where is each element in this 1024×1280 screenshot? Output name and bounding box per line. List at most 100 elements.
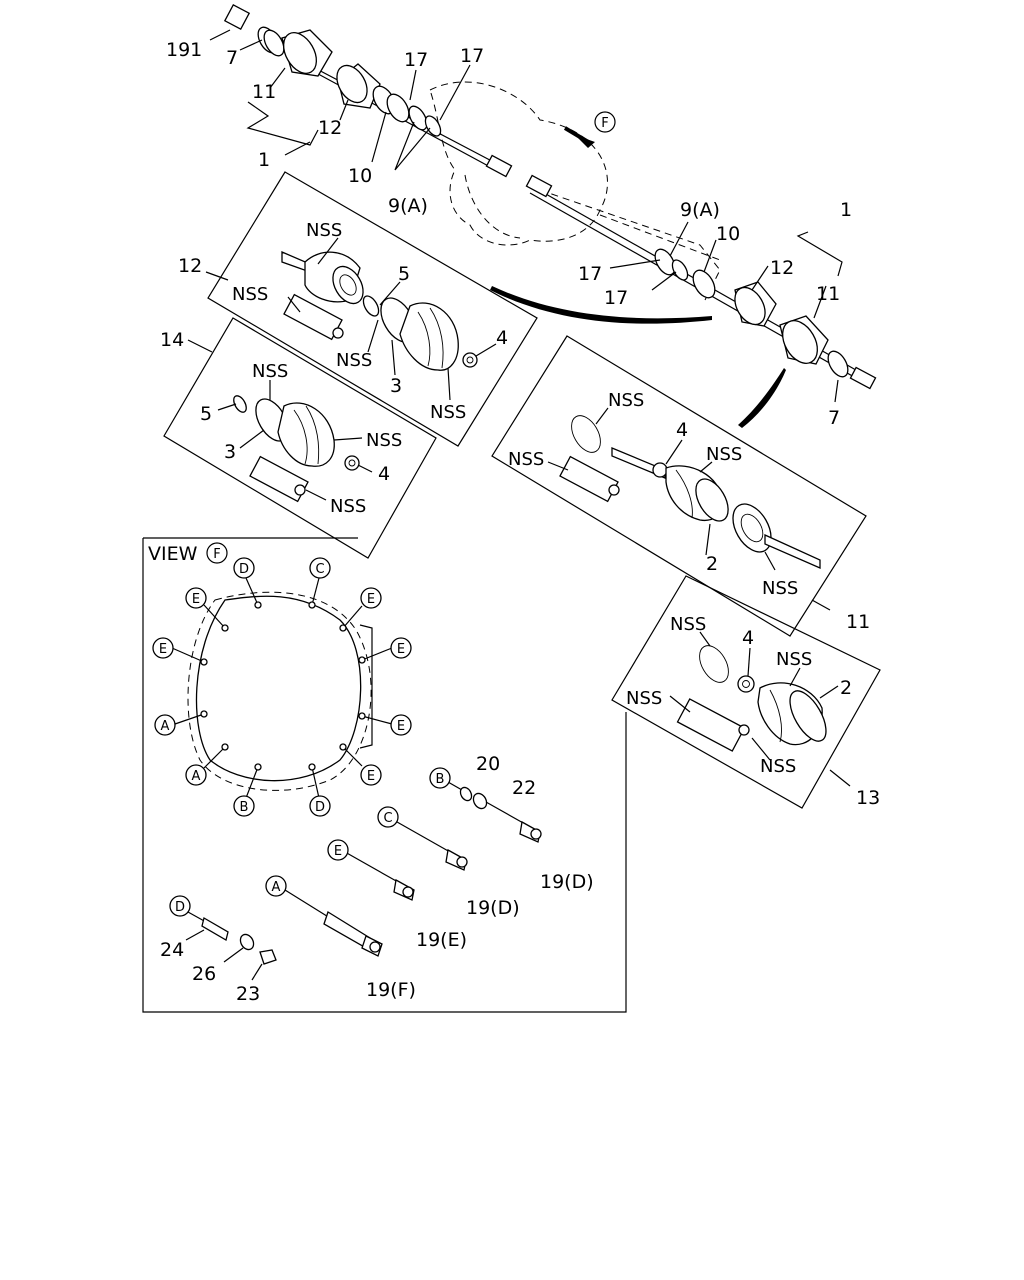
marker-e-7: E bbox=[327, 839, 349, 861]
label-1-right: 1 bbox=[840, 199, 852, 221]
kit-12-pointer bbox=[490, 286, 712, 324]
view-title-ref: F bbox=[213, 547, 220, 562]
marker-e-4: E bbox=[390, 637, 412, 659]
svg-text:B: B bbox=[240, 800, 249, 815]
marker-d-2: D bbox=[169, 895, 191, 917]
label-17-right-b: 17 bbox=[604, 287, 628, 309]
label-7-right: 7 bbox=[828, 407, 840, 429]
nss-11-a: NSS bbox=[608, 390, 644, 411]
marker-a-3: A bbox=[265, 875, 287, 897]
marker-c-2: C bbox=[377, 806, 399, 828]
nss-14-c: NSS bbox=[330, 496, 366, 517]
label-17-top-a: 17 bbox=[404, 49, 428, 71]
marker-e-1: E bbox=[185, 587, 207, 609]
label-4-kit12: 4 bbox=[496, 327, 508, 349]
label-kit-11: 11 bbox=[846, 611, 870, 633]
label-19e: 19(E) bbox=[416, 929, 467, 951]
label-2-kit11: 2 bbox=[706, 553, 718, 575]
svg-text:E: E bbox=[192, 592, 200, 607]
svg-text:A: A bbox=[161, 719, 170, 734]
fasteners bbox=[185, 781, 542, 981]
label-4-kit14: 4 bbox=[378, 463, 390, 485]
nss-14-a: NSS bbox=[252, 361, 288, 382]
svg-text:E: E bbox=[159, 642, 167, 657]
svg-text:C: C bbox=[383, 811, 392, 826]
nss-13-b: NSS bbox=[776, 649, 812, 670]
label-7-top: 7 bbox=[226, 47, 238, 69]
marker-b-2: B bbox=[429, 767, 451, 789]
label-12-top: 12 bbox=[318, 117, 342, 139]
label-kit-14: 14 bbox=[160, 329, 184, 351]
label-19f: 19(F) bbox=[366, 979, 416, 1001]
label-5-kit12: 5 bbox=[398, 263, 410, 285]
svg-text:E: E bbox=[397, 642, 405, 657]
kit-11-pointer bbox=[738, 368, 786, 428]
label-11-right: 11 bbox=[816, 283, 840, 305]
nss-11-b: NSS bbox=[706, 444, 742, 465]
kit-box-12 bbox=[207, 171, 538, 447]
label-kit-13: 13 bbox=[856, 787, 880, 809]
marker-a-1: A bbox=[154, 714, 176, 736]
callout-lines bbox=[187, 29, 851, 787]
label-19d-b: 19(D) bbox=[466, 897, 520, 919]
label-191: 191 bbox=[166, 39, 202, 61]
label-22: 22 bbox=[512, 777, 536, 799]
marker-e-5: E bbox=[390, 714, 412, 736]
nss-12-a: NSS bbox=[306, 220, 342, 241]
svg-text:E: E bbox=[334, 844, 342, 859]
kit-box-11 bbox=[491, 335, 867, 637]
nss-12-c: NSS bbox=[336, 350, 372, 371]
part-labels: 191 7 11 12 1 10 17 17 9(A) 9(A) 10 1 12… bbox=[160, 39, 880, 1005]
bolt-hole-callouts bbox=[171, 577, 393, 799]
label-19d-a: 19(D) bbox=[540, 871, 594, 893]
svg-text:E: E bbox=[367, 769, 375, 784]
view-ref-f: F bbox=[601, 116, 608, 131]
label-23: 23 bbox=[236, 983, 260, 1005]
label-1-top: 1 bbox=[258, 149, 270, 171]
marker-d-1: D bbox=[309, 795, 331, 817]
marker-c-top: C bbox=[309, 557, 331, 579]
label-17-top-b: 17 bbox=[460, 45, 484, 67]
nss-13-c: NSS bbox=[626, 688, 662, 709]
svg-text:C: C bbox=[315, 562, 324, 577]
label-5-kit14: 5 bbox=[200, 403, 212, 425]
marker-e-3: E bbox=[152, 637, 174, 659]
label-17-right-a: 17 bbox=[578, 263, 602, 285]
label-11-top: 11 bbox=[252, 81, 276, 103]
kit-box-14 bbox=[163, 317, 437, 559]
svg-text:D: D bbox=[175, 900, 185, 915]
label-20: 20 bbox=[476, 753, 500, 775]
marker-d-top: D bbox=[233, 557, 255, 579]
nss-13-d: NSS bbox=[760, 756, 796, 777]
left-drive-shaft bbox=[223, 3, 513, 178]
bolt-position-markers: D C E E E E A E A E B D B C E A D bbox=[152, 557, 451, 917]
nss-12-d: NSS bbox=[430, 402, 466, 423]
nss-11-c: NSS bbox=[508, 449, 544, 470]
label-9a-top: 9(A) bbox=[388, 195, 428, 217]
right-drive-shaft bbox=[525, 174, 877, 390]
label-26: 26 bbox=[192, 963, 216, 985]
nss-13-a: NSS bbox=[670, 614, 706, 635]
marker-e-2: E bbox=[360, 587, 382, 609]
label-4-kit13: 4 bbox=[742, 627, 754, 649]
label-4-kit11: 4 bbox=[676, 419, 688, 441]
label-2-kit13: 2 bbox=[840, 677, 852, 699]
svg-text:A: A bbox=[192, 769, 201, 784]
svg-text:E: E bbox=[367, 592, 375, 607]
label-10-top: 10 bbox=[348, 165, 372, 187]
kit-box-13 bbox=[611, 575, 881, 809]
label-kit-12: 12 bbox=[178, 255, 202, 277]
label-12-right: 12 bbox=[770, 257, 794, 279]
marker-a-2: A bbox=[185, 764, 207, 786]
view-title: VIEW bbox=[148, 543, 198, 565]
marker-b-1: B bbox=[233, 795, 255, 817]
view-f-arrow: F bbox=[563, 111, 616, 148]
nss-11-d: NSS bbox=[762, 578, 798, 599]
svg-text:D: D bbox=[239, 562, 249, 577]
nss-12-b: NSS bbox=[232, 284, 268, 305]
view-f-panel: VIEW F bbox=[142, 537, 627, 1013]
svg-text:A: A bbox=[272, 880, 281, 895]
svg-text:D: D bbox=[315, 800, 325, 815]
label-10-right: 10 bbox=[716, 223, 740, 245]
